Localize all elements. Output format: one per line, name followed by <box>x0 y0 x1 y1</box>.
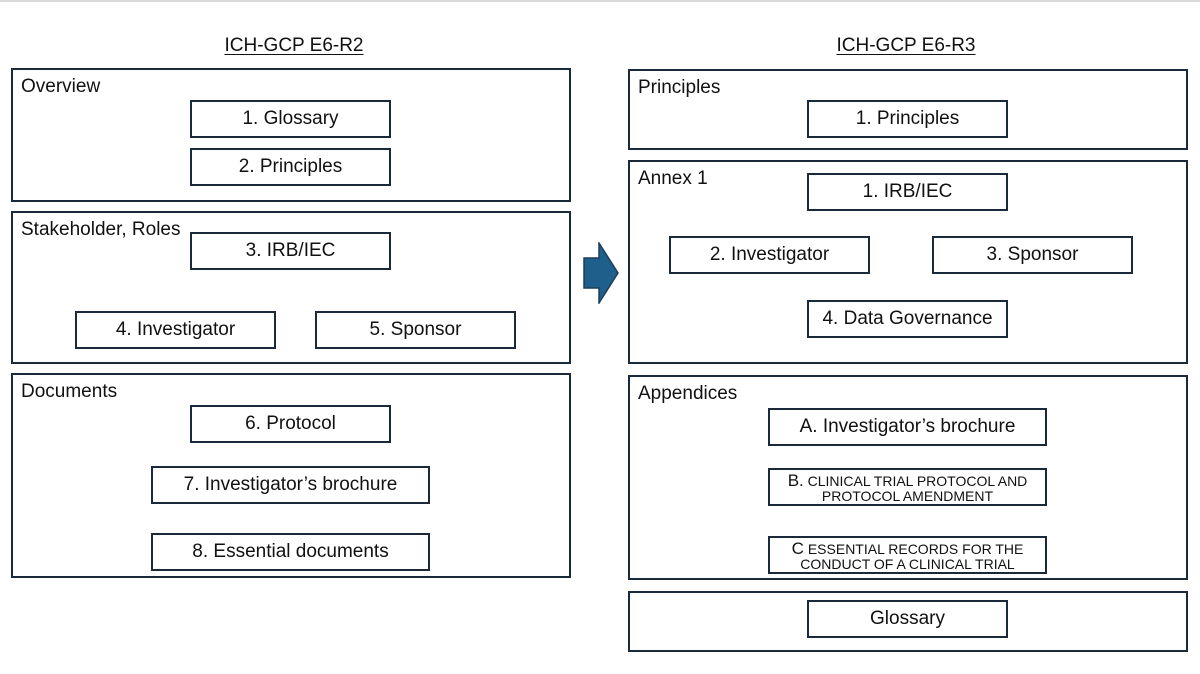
appendix-c-text: ESSENTIAL RECORDS FOR THE CONDUCT OF A C… <box>800 541 1024 572</box>
appendix-c-letter: C <box>791 539 804 558</box>
r3-irb-iec-node: 1. IRB/IEC <box>807 173 1008 211</box>
principles-node: 2. Principles <box>190 148 391 186</box>
r3-investigator-node: 2. Investigator <box>669 236 870 274</box>
principles-label: Principles <box>638 77 721 98</box>
glossary-node: 1. Glossary <box>190 100 391 138</box>
left-column-title: ICH-GCP E6-R2 <box>224 35 364 56</box>
data-governance-node: 4. Data Governance <box>807 300 1008 338</box>
appendix-b-letter: B. <box>787 471 804 490</box>
investigators-brochure-node: 7. Investigator’s brochure <box>151 466 430 504</box>
appendix-c-node: C ESSENTIAL RECORDS FOR THE CONDUCT OF A… <box>768 536 1047 574</box>
essential-documents-node: 8. Essential documents <box>151 533 430 571</box>
investigator-node: 4. Investigator <box>75 311 276 349</box>
sponsor-node: 5. Sponsor <box>315 311 516 349</box>
appendix-b-text: CLINICAL TRIAL PROTOCOL AND PROTOCOL AME… <box>807 473 1028 504</box>
overview-label: Overview <box>21 76 101 97</box>
documents-label: Documents <box>21 381 118 402</box>
protocol-node: 6. Protocol <box>190 405 391 443</box>
appendices-label: Appendices <box>638 383 738 404</box>
stakeholders-label: Stakeholder, Roles <box>21 219 181 240</box>
transition-arrow-icon <box>583 242 619 304</box>
appendix-b-node: B. CLINICAL TRIAL PROTOCOL AND PROTOCOL … <box>768 468 1047 506</box>
r3-glossary-node: Glossary <box>807 600 1008 638</box>
r3-sponsor-node: 3. Sponsor <box>932 236 1133 274</box>
irb-iec-node: 3. IRB/IEC <box>190 232 391 270</box>
r3-principles-node: 1. Principles <box>807 100 1008 138</box>
right-column-title: ICH-GCP E6-R3 <box>836 35 976 56</box>
appendix-a-node: A. Investigator’s brochure <box>768 408 1047 446</box>
top-divider <box>0 0 1200 2</box>
annex1-label: Annex 1 <box>638 168 708 189</box>
